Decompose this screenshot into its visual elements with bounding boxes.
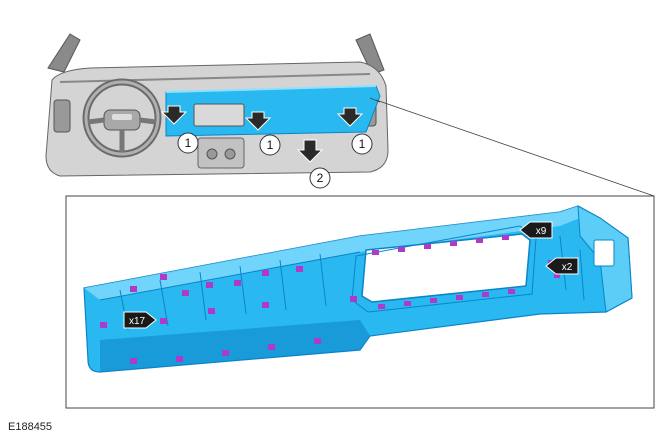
clip [372,250,379,255]
figure-reference: E188455 [8,421,53,433]
clip [424,244,431,249]
clip [268,344,275,350]
clip [234,280,241,286]
clip [450,241,457,246]
svg-text:2: 2 [317,171,324,185]
multiplier-tag-x2: x2 [545,257,579,275]
multiplier-tag-x17: x17 [123,311,157,329]
clip [456,295,463,300]
svg-text:x17: x17 [129,316,146,327]
clip [176,356,183,362]
clip [262,270,269,276]
leader-line [375,99,655,197]
console-knob-left [206,148,218,160]
svg-text:1: 1 [267,138,274,152]
clip [208,308,215,314]
svg-text:1: 1 [185,136,192,150]
callout-1-left: 1 [177,132,199,154]
clip [130,286,137,292]
leader-line-short [369,97,381,103]
down-arrow-icon [296,139,324,163]
center-display [193,103,245,127]
clip [554,272,560,278]
multiplier-tag-x9: x9 [519,221,553,239]
callout-2: 2 [309,167,331,189]
clip [398,247,405,252]
clip [314,338,321,344]
upper-panel-detail [83,205,633,373]
down-arrow-icon [244,111,272,131]
dashboard-overview: 1 1 1 2 [45,33,655,197]
clip [482,292,489,297]
clip [378,304,385,309]
panel-top-surface [84,206,590,300]
clip [262,302,269,308]
steering-wheel [82,78,162,158]
clip [404,301,411,306]
right-vent-opening [593,239,615,267]
callout-1-right: 1 [351,133,373,155]
clip [100,322,107,328]
highlighted-panel-top-edge [165,85,377,93]
panel-lower-face [100,320,370,372]
clip [222,350,229,356]
svg-text:x2: x2 [562,262,573,273]
arrow-tag-icon [123,311,157,329]
panel-inner-edge [99,251,361,301]
clip [206,282,213,288]
clip [430,298,437,303]
left-vent [53,99,71,133]
right-a-pillar [355,33,385,75]
callout-1-center: 1 [259,134,281,156]
clip [350,296,357,302]
clip [508,289,515,294]
down-arrow-icon [336,107,364,127]
console-knob-right [224,148,236,160]
arrow-tag-icon [519,221,553,239]
down-arrow-icon [160,105,188,125]
left-a-pillar [47,33,81,73]
clip [476,238,483,243]
svg-text:1: 1 [359,137,366,151]
clip [130,358,137,364]
svg-text:x9: x9 [536,226,547,237]
clip [502,235,509,240]
clip [182,290,189,296]
center-console [197,137,245,169]
clip [296,266,303,272]
clip [160,318,167,324]
arrow-tag-icon [545,257,579,275]
clip [160,274,167,280]
